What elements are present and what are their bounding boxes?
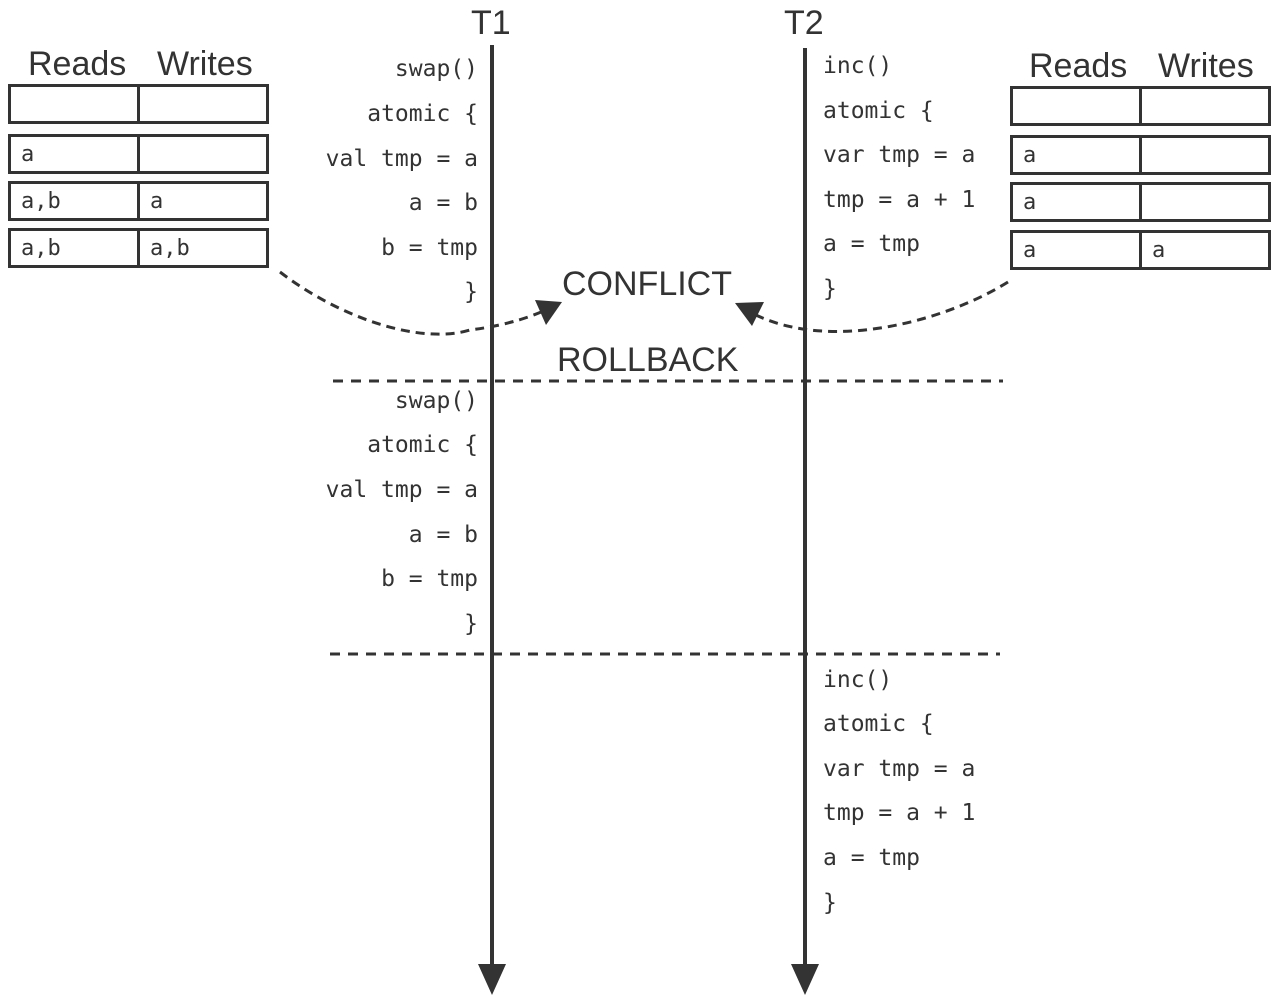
right-reads-cell: a <box>1010 135 1142 175</box>
right-reads-cell: a <box>1010 230 1142 270</box>
right-reads-cell: a <box>1010 182 1142 222</box>
conflict-label: CONFLICT <box>562 265 732 303</box>
right-writes-cell <box>1139 86 1271 126</box>
left-reads-cell: a <box>8 134 140 174</box>
right-reads-header: Reads <box>1029 47 1128 85</box>
t2-timeline-arrowhead <box>791 964 819 995</box>
left-rw-row: a,b a,b <box>8 228 269 268</box>
t2-second-code-line: var tmp = a <box>823 756 976 782</box>
right-conflict-arrow <box>751 280 1009 333</box>
left-writes-cell <box>137 134 269 174</box>
right-writes-cell <box>1139 135 1271 175</box>
right-rw-row: a <box>1010 182 1271 222</box>
t2-code-line: atomic { <box>823 98 934 124</box>
t2-title: T2 <box>784 4 824 42</box>
t1-code-line: swap() <box>394 56 478 82</box>
right-rw-row <box>1010 86 1271 126</box>
right-writes-cell <box>1139 182 1271 222</box>
left-writes-cell: a <box>137 181 269 221</box>
t1-code-line: val tmp = a <box>325 146 478 172</box>
t2-second-code-line: } <box>823 890 837 916</box>
t1-code-line: b = tmp <box>381 235 478 261</box>
t1-retry-code-line: b = tmp <box>381 566 478 592</box>
t2-second-code-line: atomic { <box>823 711 934 737</box>
left-reads-cell <box>8 84 140 124</box>
left-reads-cell: a,b <box>8 181 140 221</box>
rollback-label: ROLLBACK <box>557 341 739 379</box>
t1-code-line: atomic { <box>367 101 478 127</box>
left-conflict-arrowhead <box>535 300 562 325</box>
t1-timeline-arrowhead <box>478 964 506 995</box>
t1-code-line: a = b <box>408 190 478 216</box>
t1-title: T1 <box>471 4 511 42</box>
left-writes-header: Writes <box>157 45 253 83</box>
t1-retry-code-line: } <box>464 611 478 637</box>
right-writes-cell: a <box>1139 230 1271 270</box>
right-rw-row: a a <box>1010 230 1271 270</box>
t2-second-code-line: tmp = a + 1 <box>823 800 976 826</box>
t2-second-code-line: inc() <box>823 667 893 693</box>
left-reads-header: Reads <box>28 45 127 83</box>
t1-retry-code-line: atomic { <box>367 432 478 458</box>
t1-retry-code-line: swap() <box>394 388 478 414</box>
t2-code-line: var tmp = a <box>823 142 976 168</box>
left-rw-row: a <box>8 134 269 174</box>
left-conflict-arrow <box>279 270 549 336</box>
left-rw-row <box>8 84 269 124</box>
right-reads-cell <box>1010 86 1142 126</box>
t2-code-line: inc() <box>823 53 893 79</box>
t1-retry-code-line: val tmp = a <box>325 477 478 503</box>
t2-code-line: } <box>823 276 837 302</box>
right-rw-row: a <box>1010 135 1271 175</box>
t2-code-line: a = tmp <box>823 231 920 257</box>
right-conflict-arrowhead <box>735 302 764 326</box>
t1-retry-code-line: a = b <box>408 522 478 548</box>
t2-second-code-line: a = tmp <box>823 845 920 871</box>
left-writes-cell: a,b <box>137 228 269 268</box>
right-writes-header: Writes <box>1158 47 1254 85</box>
left-writes-cell <box>137 84 269 124</box>
left-reads-cell: a,b <box>8 228 140 268</box>
t1-code-line: } <box>464 279 478 305</box>
left-rw-row: a,b a <box>8 181 269 221</box>
t2-code-line: tmp = a + 1 <box>823 187 976 213</box>
